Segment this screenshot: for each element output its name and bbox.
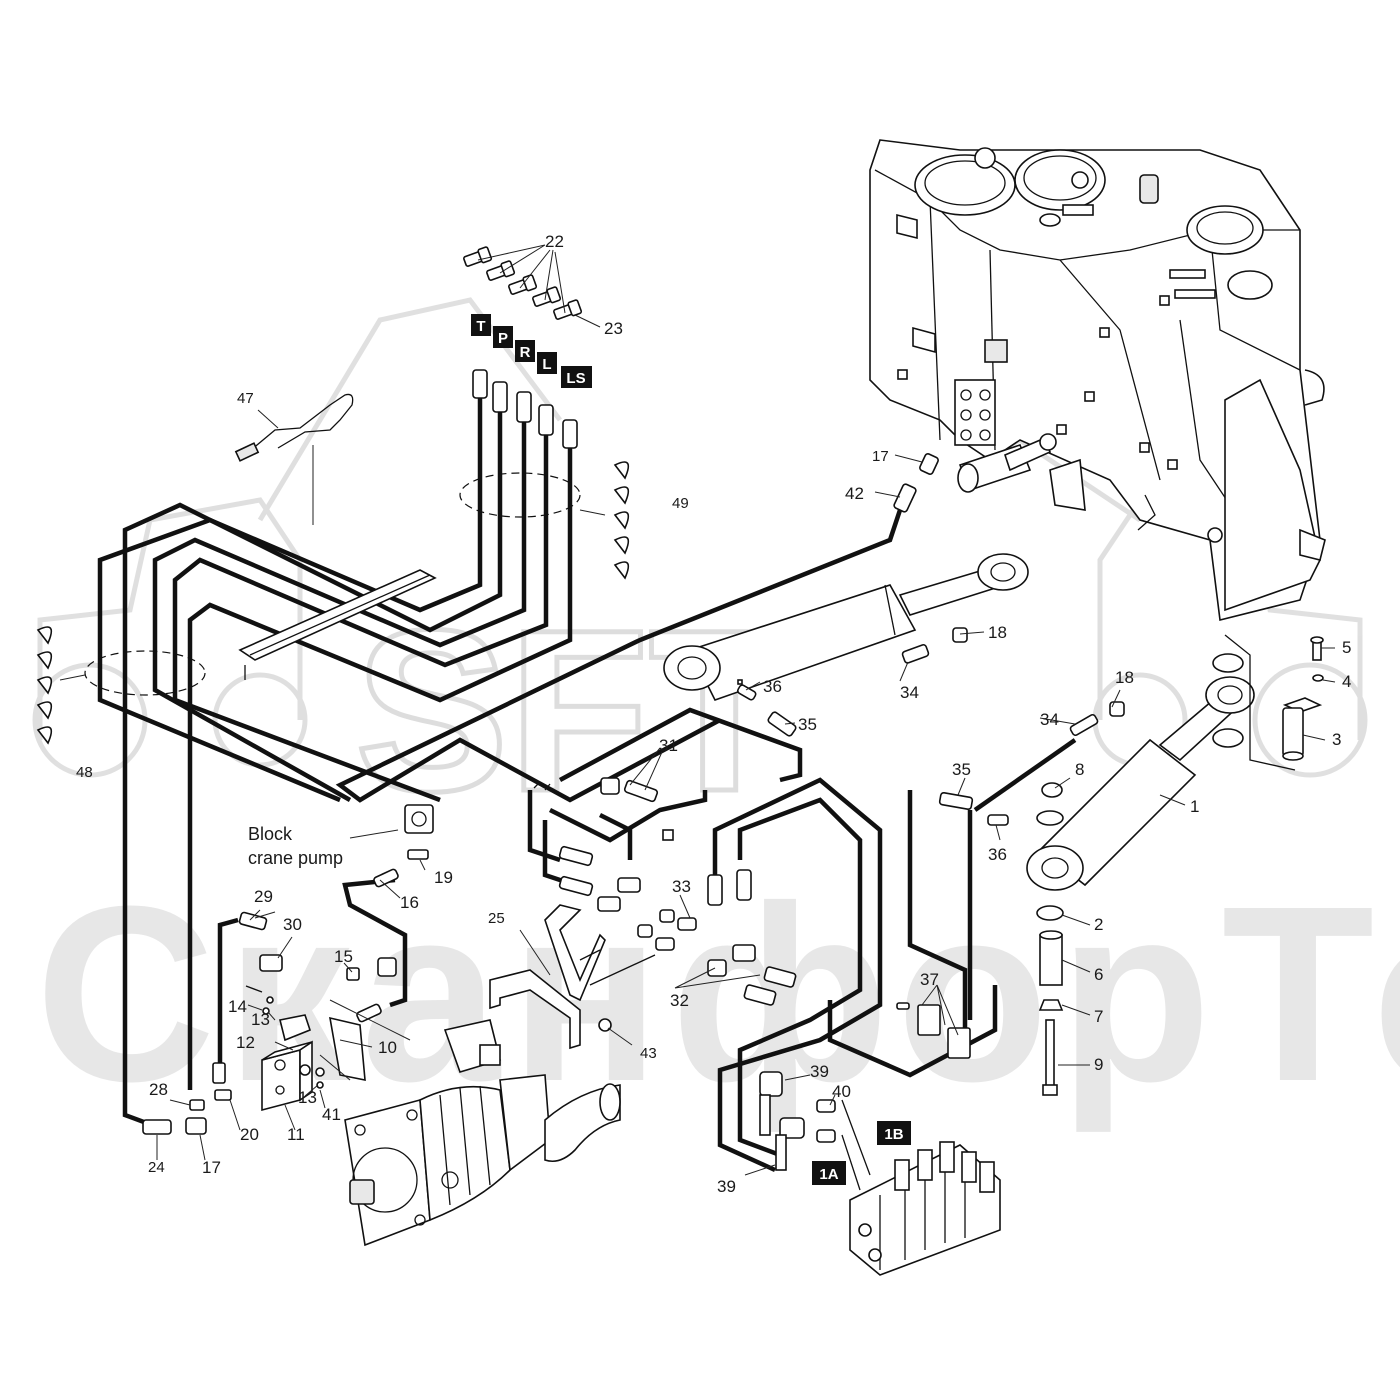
valve-tag-1A: 1A	[812, 1161, 846, 1185]
callout-43: 43	[640, 1045, 657, 1062]
callout-18-lower: 18	[1115, 668, 1134, 687]
callout-14: 14	[228, 997, 247, 1016]
callout-22: 22	[545, 232, 564, 251]
callout-36-upper: 36	[763, 677, 782, 696]
leader-lines	[156, 244, 1336, 1176]
callout-39-upper: 39	[810, 1062, 829, 1081]
callout-33: 33	[672, 877, 691, 896]
port-tag-P-label: P	[498, 330, 508, 347]
callout-23: 23	[604, 319, 623, 338]
callout-34-lower: 34	[1040, 710, 1059, 729]
callout-39-lower: 39	[717, 1177, 736, 1196]
callout-28: 28	[149, 1080, 168, 1099]
callout-13-lower: 13	[298, 1088, 317, 1107]
callout-42: 42	[845, 484, 864, 503]
strap-47	[234, 393, 354, 525]
callout-25: 25	[488, 910, 505, 927]
cylinder-upper	[663, 553, 1029, 701]
port-tag-L-label: L	[542, 356, 551, 373]
callout-8: 8	[1075, 760, 1084, 779]
callout-6: 6	[1094, 965, 1103, 984]
callout-labels: 1 2 3 4 5 6 7 8 9 10 11 12 13 13 14 15 1…	[76, 232, 1351, 1196]
port-tag-T: T	[471, 314, 491, 336]
valve-tag-1A-label: 1A	[819, 1166, 838, 1183]
port-tag-R-label: R	[520, 344, 531, 361]
callout-31: 31	[659, 736, 678, 755]
pin-stack-lower	[1036, 782, 1064, 1096]
callout-32: 32	[670, 991, 689, 1010]
hose-routing	[97, 395, 1077, 1173]
control-valve	[841, 1099, 1001, 1276]
callout-12: 12	[236, 1033, 255, 1052]
elbow-fittings-22	[463, 246, 583, 320]
callout-20: 20	[240, 1125, 259, 1144]
callout-4: 4	[1342, 672, 1351, 691]
hose-end-connectors	[472, 369, 578, 449]
callout-19: 19	[434, 868, 453, 887]
callout-47: 47	[237, 390, 254, 407]
frame-tank-assembly	[869, 139, 1326, 621]
callout-35-lower: 35	[952, 760, 971, 779]
callout-24: 24	[148, 1159, 165, 1176]
callout-2: 2	[1094, 915, 1103, 934]
pin-assembly-right	[1212, 634, 1324, 771]
callout-17-lower: 17	[202, 1158, 221, 1177]
callout-13-upper: 13	[251, 1010, 270, 1029]
cylinder-lower	[1026, 676, 1255, 891]
port-tag-L: L	[537, 352, 557, 374]
main-pump	[344, 1019, 621, 1247]
callout-30: 30	[283, 915, 302, 934]
pump-block-11	[245, 985, 366, 1112]
callout-34-upper: 34	[900, 683, 919, 702]
clips-49	[613, 461, 630, 580]
note-line-2: crane pump	[248, 848, 343, 868]
callout-29: 29	[254, 887, 273, 906]
hose-bundle-marker-upper	[459, 472, 581, 518]
callout-37: 37	[920, 970, 939, 989]
callout-9: 9	[1094, 1055, 1103, 1074]
callout-15: 15	[334, 947, 353, 966]
callout-35-upper: 35	[798, 715, 817, 734]
valve-tag-1B-label: 1B	[884, 1126, 903, 1143]
rail-bracket	[238, 569, 437, 680]
callout-3: 3	[1332, 730, 1341, 749]
callout-7: 7	[1094, 1007, 1103, 1026]
clips-48	[36, 626, 53, 745]
note-line-1: Block	[248, 824, 293, 844]
callout-17-upper: 17	[872, 448, 889, 465]
callout-16: 16	[400, 893, 419, 912]
callout-18-upper: 18	[988, 623, 1007, 642]
hose-fittings	[142, 453, 1125, 1171]
callout-48: 48	[76, 764, 93, 781]
port-tag-R: R	[515, 340, 535, 362]
bracket-25	[489, 904, 656, 1050]
callout-36-lower: 36	[988, 845, 1007, 864]
callout-49: 49	[672, 495, 689, 512]
callout-10: 10	[378, 1038, 397, 1057]
port-tag-LS: LS	[561, 366, 592, 388]
callout-5: 5	[1342, 638, 1351, 657]
port-tag-LS-label: LS	[566, 370, 585, 387]
callout-1: 1	[1190, 797, 1199, 816]
callout-11: 11	[287, 1125, 305, 1144]
valve-tag-1B: 1B	[877, 1121, 911, 1145]
hose-bundle-marker-left	[84, 650, 206, 696]
port-tag-T-label: T	[476, 318, 485, 335]
callout-40: 40	[832, 1082, 851, 1101]
callout-41: 41	[322, 1105, 341, 1124]
block-crane-pump-note: Block crane pump	[248, 824, 343, 868]
port-tag-P: P	[493, 326, 513, 348]
